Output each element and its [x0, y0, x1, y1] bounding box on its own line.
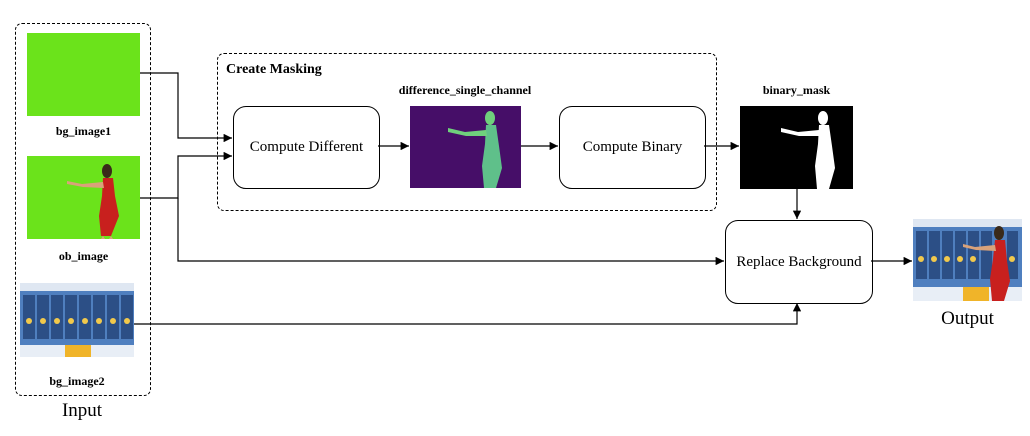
- compute-different-node: Compute Different: [233, 106, 380, 189]
- person-figure-icon: [67, 164, 119, 239]
- edge-ob-to-replace-background: [177, 198, 724, 266]
- weather-forecast-icon: [20, 283, 134, 357]
- bg-image2-label: bg_image2: [49, 374, 105, 388]
- edge-bg1-to-compute-different: [140, 72, 232, 143]
- difference-silhouette-icon: [448, 111, 502, 188]
- binary-mask-label: binary_mask: [762, 83, 831, 97]
- output-caption: Output: [941, 308, 994, 329]
- create-masking-title: Create Masking: [226, 62, 322, 77]
- output-composite-icon: [913, 219, 1022, 301]
- binary-mask-thumbnail: [740, 106, 853, 189]
- edge-bg2-to-replace-background: [134, 303, 802, 325]
- difference-image-thumbnail: [410, 106, 521, 188]
- ob-image-label: ob_image: [58, 249, 109, 263]
- input-caption: Input: [61, 400, 103, 421]
- bg-image1-thumbnail: [27, 33, 140, 116]
- input-group-frame: [15, 23, 151, 396]
- edge-ob-to-compute-different: [140, 151, 232, 199]
- mask-silhouette-icon: [781, 111, 835, 189]
- create-masking-frame: [217, 53, 717, 211]
- difference-image-label: difference_single_channel: [398, 83, 532, 97]
- bg-image2-thumbnail: [20, 283, 134, 357]
- output-image-thumbnail: [913, 219, 1022, 301]
- compute-binary-node: Compute Binary: [559, 106, 706, 189]
- ob-image-thumbnail: [27, 156, 140, 239]
- bg-image1-label: bg_image1: [55, 124, 112, 138]
